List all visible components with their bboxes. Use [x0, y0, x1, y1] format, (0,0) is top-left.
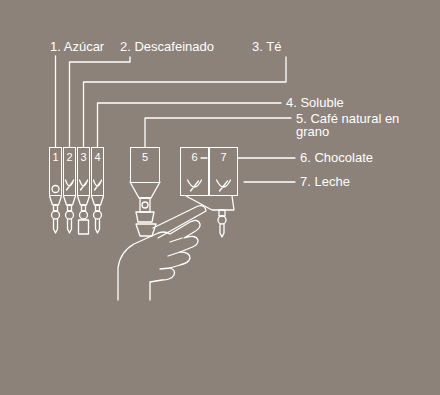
hopper-funnel: [130, 182, 160, 198]
callout-number: 7: [220, 148, 226, 163]
canister-mark: [94, 180, 102, 190]
canister-mark: [80, 180, 88, 190]
canister-mark: [188, 180, 202, 191]
outlet-funnel: [64, 196, 76, 205]
outlet-valve: [94, 211, 102, 219]
canister-box: 2: [63, 147, 76, 196]
part-label: 2. Descafeinado: [120, 40, 214, 53]
outlet-nozzle: [54, 219, 58, 233]
canister-mark: [217, 180, 231, 191]
outlet-funnel: [50, 196, 62, 205]
callout-number: 3: [80, 148, 86, 163]
leader-line: [244, 181, 295, 182]
leader-line: [55, 56, 56, 147]
outlet-nozzle: [220, 224, 224, 237]
finger-line: [160, 238, 182, 269]
outlet-nozzle: [96, 219, 100, 233]
outlet-funnel: [92, 196, 104, 205]
outlet-stem: [96, 205, 100, 211]
canister-box: 3: [77, 147, 90, 196]
outlet-stem: [54, 205, 58, 211]
leader-line: [98, 103, 282, 147]
outlet-stem: [82, 205, 86, 211]
leader-line: [84, 57, 287, 147]
callout-number: 5: [142, 148, 148, 163]
canister-box: 7: [209, 147, 238, 196]
part-label: 7. Leche: [300, 175, 350, 188]
part-label: 6. Chocolate: [300, 151, 373, 164]
grinder-body: [140, 198, 150, 212]
grinder-knob: [142, 202, 148, 208]
canister-box: 5: [130, 147, 160, 183]
outlet-valve: [52, 211, 60, 219]
cup: [79, 220, 89, 234]
callout-number: 4: [94, 148, 100, 163]
part-label: 5. Café natural en grano: [296, 112, 408, 138]
part-label: 3. Té: [252, 40, 281, 53]
portafilter: [136, 224, 156, 236]
leader-line: [238, 157, 295, 158]
hand: [118, 220, 200, 300]
outlet-valve: [218, 216, 226, 224]
part-label: 4. Soluble: [286, 96, 344, 109]
callout-number: 2: [66, 148, 72, 163]
outlet-funnel: [186, 196, 234, 210]
part-label: 1. Azúcar: [50, 40, 104, 53]
outlet-stem: [219, 210, 225, 216]
canister-box: 6: [180, 147, 209, 196]
leader-line: [201, 157, 207, 158]
canister-box: 1: [49, 147, 62, 196]
leader-line: [145, 118, 291, 147]
outlet-stem: [68, 205, 72, 211]
canister-box: 4: [91, 147, 104, 196]
canister-mark: [66, 180, 74, 190]
outlet-valve: [66, 211, 74, 219]
outlet-nozzle: [68, 219, 72, 233]
leader-line: [70, 57, 131, 147]
callout-number: 6: [191, 148, 197, 163]
sugar-mark: [52, 186, 59, 193]
callout-number: 1: [52, 148, 58, 163]
outlet-funnel: [78, 196, 90, 205]
outlet-valve: [80, 211, 88, 219]
group-head: [136, 212, 154, 222]
